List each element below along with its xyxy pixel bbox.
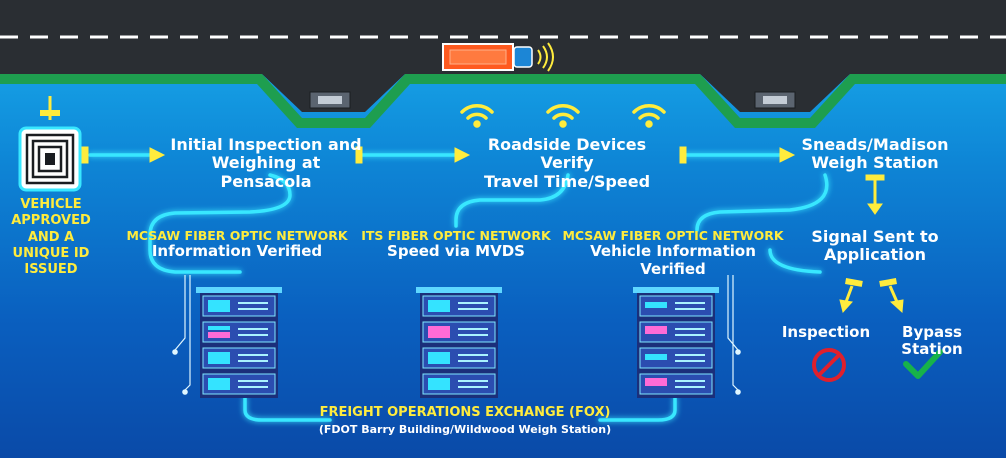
rfid-tag-icon <box>18 96 82 192</box>
fox-link <box>598 396 677 422</box>
server-rack-icon <box>633 287 719 398</box>
roadside-devices-label: Roadside Devices Verify Travel Time/Spee… <box>483 135 651 191</box>
signal-sent-label: Signal Sent to Application <box>811 227 939 265</box>
server-rack-icon <box>196 287 282 398</box>
server-rack-icon <box>416 287 502 398</box>
inspection-outcome-label: Inspection <box>781 323 871 341</box>
scale-sensor-icon <box>754 91 796 109</box>
scale-sensor-icon <box>309 91 351 109</box>
fox-link <box>243 396 332 422</box>
prohibited-icon <box>812 348 846 382</box>
road-shoulder <box>0 74 1006 128</box>
mcsaw-right-network: MCSAW FIBER OPTIC NETWORK Vehicle Inform… <box>562 228 784 278</box>
fiber-link <box>695 173 829 232</box>
checkmark-icon <box>903 349 943 379</box>
truck-icon <box>442 42 554 72</box>
weigh-station-label: Sneads/Madison Weigh Station <box>801 135 949 173</box>
fox-label: FREIGHT OPERATIONS EXCHANGE (FOX) (FDOT … <box>318 405 612 436</box>
mcsaw-left-network: MCSAW FIBER OPTIC NETWORK Information Ve… <box>126 228 348 261</box>
initial-inspection-label: Initial Inspection and Weighing at Pensa… <box>170 135 362 191</box>
bypass-outcome-label: Bypass Station <box>901 323 963 359</box>
wifi-signal-icon <box>632 104 666 128</box>
wifi-signal-icon <box>546 104 580 128</box>
fiber-link <box>148 173 292 274</box>
vehicle-approved-label: VEHICLE APPROVED AND A UNIQUE ID ISSUED <box>11 197 91 277</box>
fiber-link <box>768 248 822 274</box>
its-network: ITS FIBER OPTIC NETWORK Speed via MVDS <box>361 228 551 261</box>
fiber-link <box>454 173 570 228</box>
wifi-signal-icon <box>460 104 494 128</box>
